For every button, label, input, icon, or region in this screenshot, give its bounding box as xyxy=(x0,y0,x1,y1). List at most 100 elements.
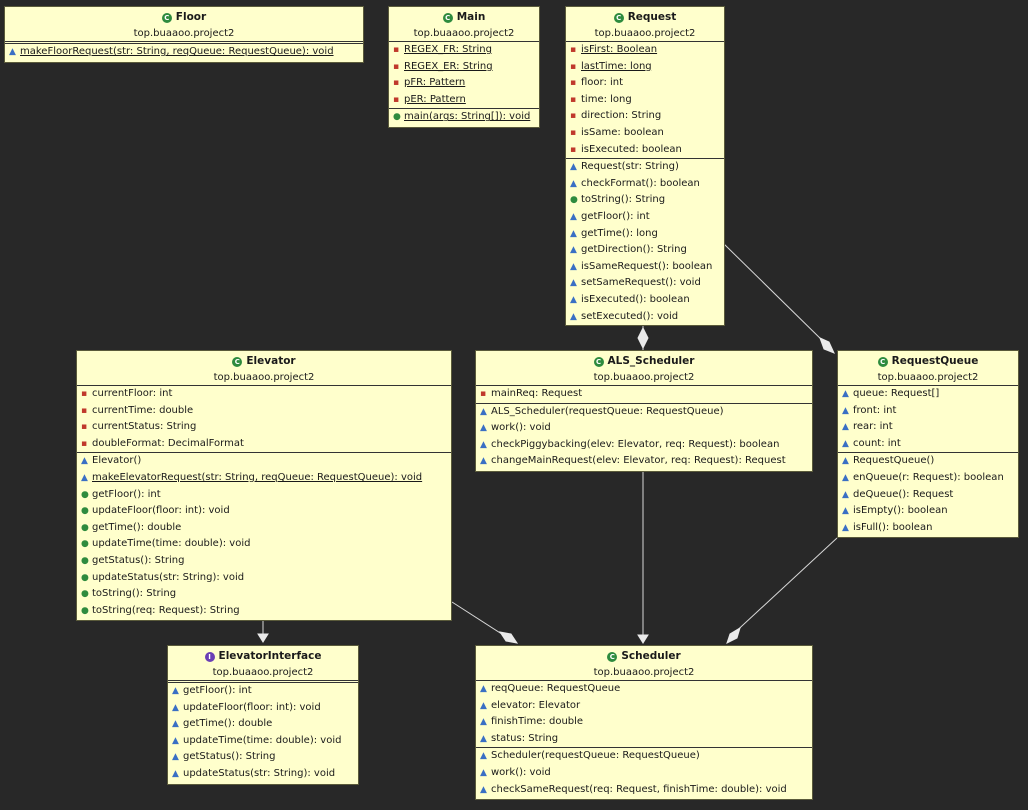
method-row: ▲Request(str: String) xyxy=(566,159,724,176)
private-field-icon: ▪ xyxy=(393,94,400,105)
package-name: top.buaaoo.project2 xyxy=(213,372,315,383)
method-row: ▲RequestQueue() xyxy=(838,453,1018,470)
field-row: ▪direction: String xyxy=(566,108,724,125)
public-method-icon: ● xyxy=(81,489,89,500)
public-method-icon: ● xyxy=(81,506,89,517)
method-row: ▲Scheduler(requestQueue: RequestQueue) xyxy=(476,748,812,765)
field-row: ▪REGEX_FR: String xyxy=(389,42,539,59)
package-method-icon: ▲ xyxy=(480,767,487,778)
package-name: top.buaaoo.project2 xyxy=(133,28,235,39)
class-icon: C xyxy=(593,356,604,367)
package-method-icon: ▲ xyxy=(570,211,577,222)
field-row: ▲finishTime: double xyxy=(476,714,812,731)
method-row: ▲getStatus(): String xyxy=(168,749,358,766)
method-row: ▲deQueue(): Request xyxy=(838,487,1018,504)
private-field-icon: ▪ xyxy=(570,94,577,105)
private-field-icon: ▪ xyxy=(81,438,88,449)
package-method-icon: ▲ xyxy=(842,522,849,533)
class-icon: C xyxy=(161,12,172,23)
private-field-icon: ▪ xyxy=(570,111,577,122)
method-row: ▲setExecuted(): void xyxy=(566,309,724,326)
field-row: ▪isSame: boolean xyxy=(566,125,724,142)
private-field-icon: ▪ xyxy=(480,389,487,399)
method-row: ▲getTime(): double xyxy=(168,716,358,733)
line-request-queue xyxy=(722,242,828,346)
public-method-icon: ● xyxy=(81,555,89,566)
constructor-icon: ▲ xyxy=(480,751,487,762)
method-row: ▲isFull(): boolean xyxy=(838,520,1018,537)
method-row: ▲makeFloorRequest(str: String, reqQueue:… xyxy=(5,44,363,61)
field-row: ▪mainReq: Request xyxy=(476,386,812,403)
field-row: ▪lastTime: long xyxy=(566,59,724,76)
method-row: ▲enQueue(r: Request): boolean xyxy=(838,470,1018,487)
public-method-icon: ● xyxy=(81,539,89,550)
package-method-icon: ▲ xyxy=(842,506,849,517)
package-method-icon: ▲ xyxy=(570,228,577,239)
method-row: ●toString(): String xyxy=(77,586,451,603)
method-row: ▲isEmpty(): boolean xyxy=(838,503,1018,520)
package-method-icon: ▲ xyxy=(570,245,577,256)
package-field-icon: ▲ xyxy=(480,684,487,694)
public-method-icon: ● xyxy=(81,605,89,616)
public-method-icon: ● xyxy=(81,522,89,533)
method-row: ▲getFloor(): int xyxy=(566,209,724,226)
method-row: ●getStatus(): String xyxy=(77,553,451,570)
class-icon: C xyxy=(607,651,618,662)
field-row: ▲reqQueue: RequestQueue xyxy=(476,681,812,698)
class-icon: C xyxy=(442,12,453,23)
arrowhead-scheduler xyxy=(637,634,649,644)
private-field-icon: ▪ xyxy=(81,422,88,433)
class-name: Elevator xyxy=(246,355,296,367)
method-row: ▲updateTime(time: double): void xyxy=(168,733,358,750)
package-method-icon: ▲ xyxy=(480,439,487,450)
method-row: ▲isExecuted(): boolean xyxy=(566,292,724,309)
method-row: ▲setSameRequest(): void xyxy=(566,275,724,292)
private-field-icon: ▪ xyxy=(81,389,88,399)
private-field-icon: ▪ xyxy=(570,61,577,72)
field-row: ▪currentFloor: int xyxy=(77,386,451,403)
field-row: ▲rear: int xyxy=(838,419,1018,436)
package-method-icon: ▲ xyxy=(570,261,577,272)
static-method-icon: ▲ xyxy=(81,472,88,483)
method-row: ▲work(): void xyxy=(476,420,812,437)
field-row: ▪floor: int xyxy=(566,75,724,92)
private-field-icon: ▪ xyxy=(393,45,400,55)
class-icon: C xyxy=(613,12,624,23)
abstract-method-icon: ▲ xyxy=(172,735,179,746)
method-row: ▲checkSameRequest(req: Request, finishTi… xyxy=(476,782,812,799)
method-row: ●getFloor(): int xyxy=(77,487,451,504)
private-field-icon: ▪ xyxy=(81,405,88,416)
constructor-icon: ▲ xyxy=(480,406,487,417)
class-name: RequestQueue xyxy=(891,355,979,367)
method-row: ▲getFloor(): int xyxy=(168,683,358,700)
method-row: ●getTime(): double xyxy=(77,520,451,537)
method-row: ▲getTime(): long xyxy=(566,226,724,243)
method-row: ●updateTime(time: double): void xyxy=(77,536,451,553)
package-name: top.buaaoo.project2 xyxy=(593,667,695,678)
constructor-icon: ▲ xyxy=(81,456,88,467)
package-name: top.buaaoo.project2 xyxy=(594,28,696,39)
package-field-icon: ▲ xyxy=(842,438,849,449)
field-row: ▪pER: Pattern xyxy=(389,92,539,109)
abstract-method-icon: ▲ xyxy=(172,719,179,730)
package-field-icon: ▲ xyxy=(480,700,487,711)
field-row: ▲queue: Request[] xyxy=(838,386,1018,403)
method-row: ▲checkPiggybacking(elev: Elevator, req: … xyxy=(476,437,812,454)
method-row: ●updateFloor(floor: int): void xyxy=(77,503,451,520)
method-row: ●toString(req: Request): String xyxy=(77,603,451,620)
field-row: ▪REGEX_ER: String xyxy=(389,59,539,76)
abstract-method-icon: ▲ xyxy=(172,752,179,763)
interface-icon: I xyxy=(204,651,215,662)
composition-diamond-queue2 xyxy=(726,626,741,644)
method-row: ▲updateFloor(floor: int): void xyxy=(168,700,358,717)
constructor-icon: ▲ xyxy=(842,456,849,467)
